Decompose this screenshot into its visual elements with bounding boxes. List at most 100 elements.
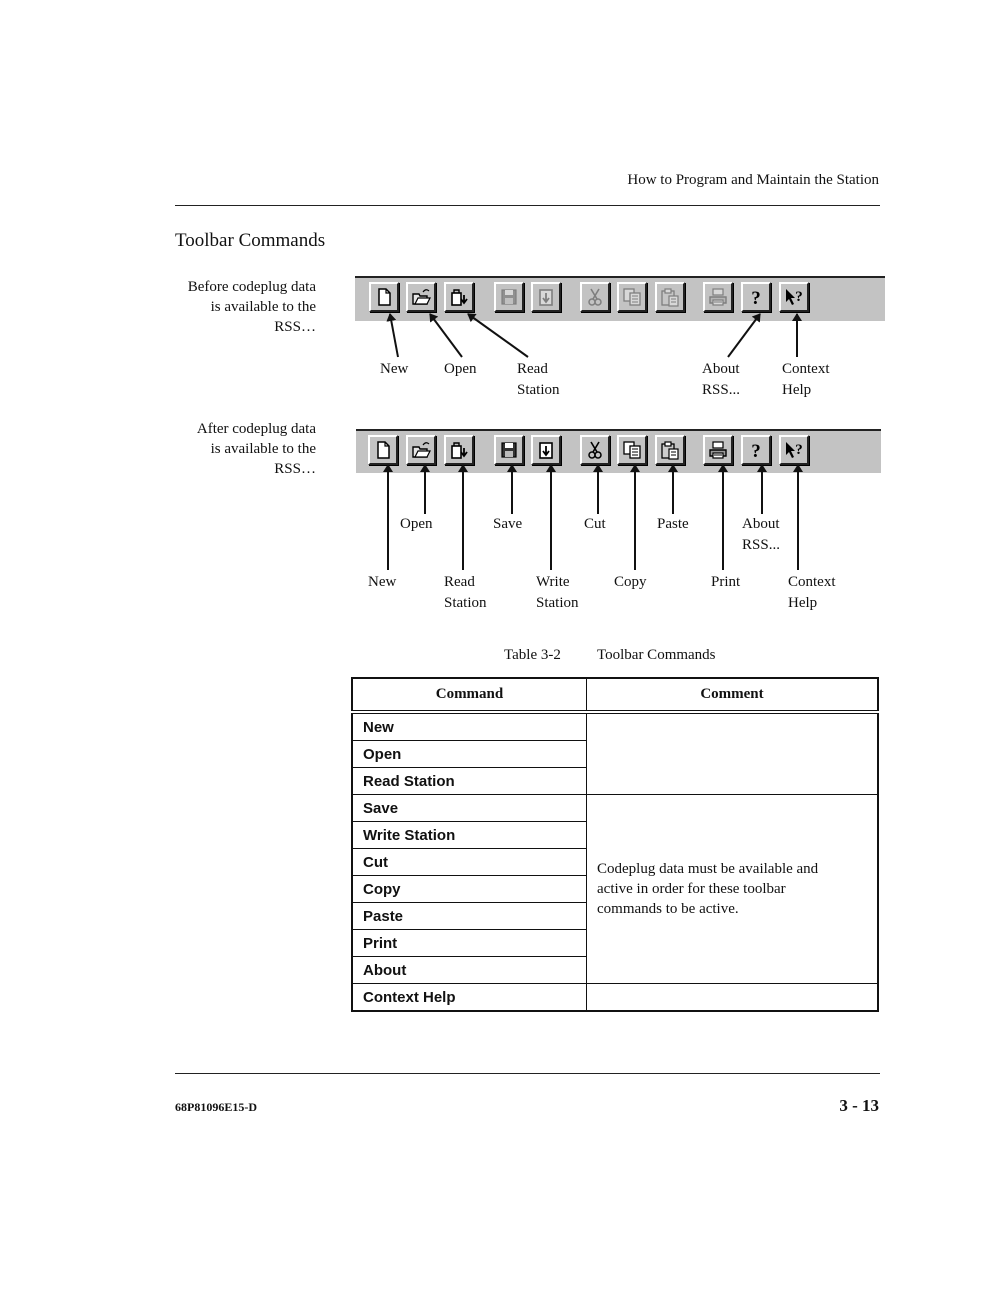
new-document-button[interactable] [368, 435, 398, 465]
header-comment: Comment [586, 677, 879, 714]
open-folder-button[interactable] [406, 282, 436, 312]
open-folder-button[interactable] [406, 435, 436, 465]
table-row: Copy [351, 875, 878, 903]
save-floppy-button[interactable] [494, 282, 524, 312]
open-folder-icon [412, 442, 431, 458]
about-question-button[interactable]: ? [741, 282, 771, 312]
new-document-icon [377, 441, 390, 459]
running-header: How to Program and Maintain the Station [627, 172, 879, 188]
label-after-copy: Copy [614, 574, 647, 590]
print-button[interactable] [703, 435, 733, 465]
context-help-icon: ? [786, 289, 803, 305]
about-question-icon: ? [751, 441, 761, 460]
table-row: Context Help [351, 983, 879, 1012]
after-caption: After codeplug data is available to the … [196, 421, 316, 477]
label-after-save: Save [493, 516, 523, 532]
label-after-open: Open [400, 516, 433, 532]
command-cell: Write Station [351, 821, 587, 849]
copy-icon [623, 288, 641, 306]
copy-button[interactable] [617, 435, 647, 465]
read-station-button[interactable] [444, 282, 474, 312]
comment-cell-empty [586, 983, 879, 1012]
document-number: 68P81096E15-D [175, 1100, 257, 1114]
cut-scissors-icon [588, 288, 602, 306]
save-floppy-icon [501, 289, 517, 305]
label-after-cut: Cut [584, 516, 606, 532]
paste-clipboard-icon [661, 441, 679, 460]
command-cell: Copy [351, 875, 587, 903]
table-row: Write Station [351, 821, 878, 849]
label-before-open: Open [444, 361, 477, 377]
paste-clipboard-button[interactable] [655, 282, 685, 312]
arrow-before-about [727, 313, 761, 358]
write-station-icon [539, 289, 553, 306]
arrow-before-read [467, 313, 529, 358]
label-after-print: Print [711, 574, 741, 590]
command-cell: About [351, 956, 587, 984]
command-cell: New [351, 711, 587, 741]
read-station-icon [451, 289, 468, 306]
table-row: Cut [351, 848, 878, 876]
arrow-before-open [429, 313, 463, 358]
write-station-button[interactable] [531, 282, 561, 312]
copy-button[interactable] [617, 282, 647, 312]
paste-clipboard-icon [661, 288, 679, 307]
table-caption-number: Table 3-2 [504, 647, 561, 663]
print-icon [709, 288, 727, 306]
table-row: Save Codeplug data must be available and… [351, 794, 879, 984]
svg-text:?: ? [795, 289, 803, 305]
copy-icon [623, 441, 641, 459]
about-question-icon: ? [751, 288, 761, 307]
command-cell: Print [351, 929, 587, 957]
label-after-paste: Paste [657, 516, 689, 532]
table-row: Open [351, 740, 878, 768]
write-station-icon [539, 442, 553, 459]
context-help-button[interactable]: ? [779, 435, 809, 465]
header-rule [175, 205, 880, 206]
page-number: 3 - 13 [839, 1096, 879, 1115]
table-row: About [351, 956, 878, 984]
before-caption: Before codeplug data is available to the… [187, 279, 316, 335]
section-title: Toolbar Commands [175, 230, 326, 251]
save-floppy-icon [501, 442, 517, 458]
read-station-icon [451, 442, 468, 459]
cut-scissors-icon [588, 441, 602, 459]
print-button[interactable] [703, 282, 733, 312]
table-caption-title: Toolbar Commands [597, 647, 716, 663]
context-help-button[interactable]: ? [779, 282, 809, 312]
comment-cell-codeplug: Codeplug data must be available and acti… [586, 794, 879, 984]
cut-scissors-button[interactable] [580, 282, 610, 312]
read-station-button[interactable] [444, 435, 474, 465]
new-document-button[interactable] [369, 282, 399, 312]
print-icon [709, 441, 727, 459]
table-row: New [351, 711, 879, 795]
command-cell: Paste [351, 902, 587, 930]
toolbar-commands-table: Command Comment New Open Read Station Sa… [351, 677, 879, 1012]
command-cell: Save [351, 794, 587, 822]
command-cell: Read Station [351, 767, 587, 795]
context-help-icon: ? [786, 442, 803, 458]
header-command: Command [351, 677, 587, 714]
svg-text:?: ? [795, 442, 803, 458]
footer-rule [175, 1073, 880, 1074]
command-cell: Open [351, 740, 587, 768]
arrow-before-new [386, 313, 399, 358]
open-folder-icon [412, 289, 431, 305]
svg-text:?: ? [751, 288, 761, 307]
table-row: Print [351, 929, 878, 957]
new-document-icon [378, 288, 391, 306]
label-before-new: New [380, 361, 409, 377]
command-cell: Cut [351, 848, 587, 876]
command-cell: Context Help [351, 983, 587, 1012]
label-after-new: New [368, 574, 397, 590]
svg-text:?: ? [751, 441, 761, 460]
about-question-button[interactable]: ? [741, 435, 771, 465]
